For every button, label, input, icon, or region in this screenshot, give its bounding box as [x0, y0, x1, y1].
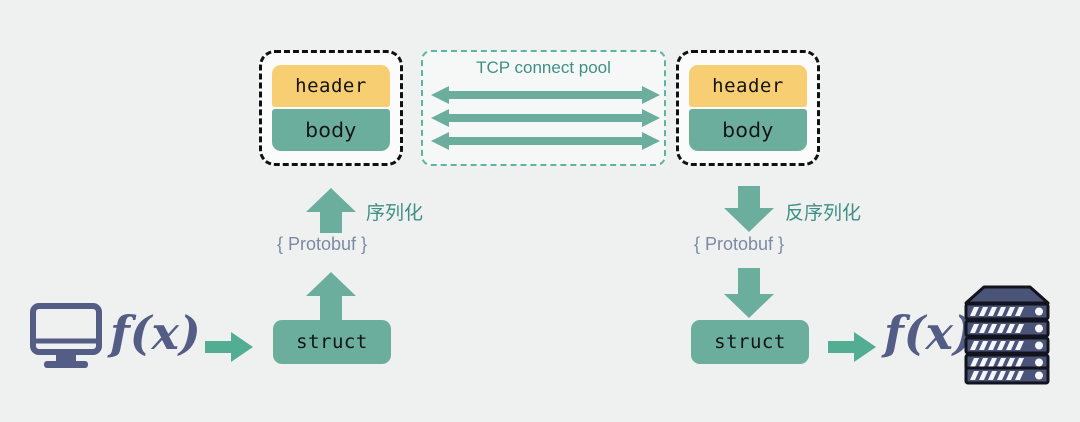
server-packet-stack: header body	[689, 63, 807, 153]
monitor-icon	[30, 303, 102, 371]
server-packet-header: header	[689, 65, 807, 107]
client-function-glyph: f(x)	[110, 306, 201, 360]
serialize-arrow-upper	[306, 188, 356, 233]
deserialize-arrow-lower	[724, 268, 774, 318]
client-packet-stack: header body	[272, 63, 390, 153]
server-packet-container: header body	[676, 50, 820, 166]
tcp-connect-pool-container: TCP connect pool	[421, 50, 666, 166]
deserialize-label: 反序列化	[785, 202, 862, 224]
server-protobuf-label: { Protobuf }	[694, 234, 785, 254]
tcp-pool-title: TCP connect pool	[476, 58, 611, 77]
client-packet-container: header body	[259, 50, 403, 166]
server-flow-arrow	[828, 332, 876, 362]
tcp-connection-arrow	[431, 108, 660, 127]
serialize-label: 序列化	[366, 202, 424, 224]
server-function-glyph: f(x)	[884, 306, 975, 360]
server-rack-icon	[962, 285, 1052, 385]
tcp-connection-arrow	[431, 131, 660, 150]
client-packet-body: body	[272, 109, 390, 151]
client-protobuf-label: { Protobuf }	[277, 234, 368, 254]
client-packet-header: header	[272, 65, 390, 107]
tcp-pool-connections	[431, 84, 660, 152]
deserialize-arrow-upper	[724, 186, 774, 232]
client-flow-arrow	[205, 332, 253, 362]
server-struct-box: struct	[691, 320, 809, 364]
tcp-connection-arrow	[431, 86, 660, 105]
serialize-arrow-lower	[306, 272, 356, 320]
server-packet-body: body	[689, 109, 807, 151]
client-struct-box: struct	[273, 320, 391, 364]
